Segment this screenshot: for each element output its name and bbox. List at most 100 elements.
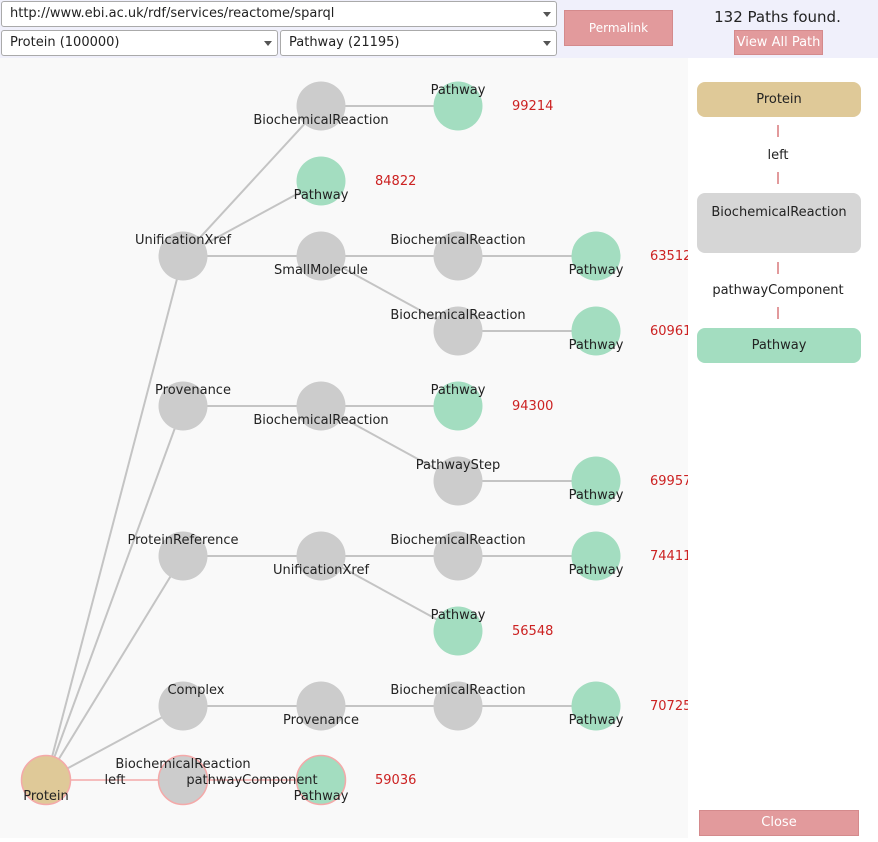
path-connector [777,172,779,184]
path-count: 94300 [512,399,553,414]
chevron-down-icon [264,41,272,46]
graph-node-provenance[interactable] [296,681,346,731]
graph-node-label: SmallMolecule [274,263,368,278]
graph-node-label: Pathway [569,263,624,278]
graph-node-unificationxref[interactable] [296,531,346,581]
graph-node-label: Pathway [294,188,349,203]
graph-canvas[interactable]: ProteinUnificationXrefProvenanceProteinR… [0,58,691,838]
path-edge-pathway-component: pathwayComponent [712,283,844,298]
path-count: 74411 [650,549,688,564]
chevron-down-icon [543,12,551,17]
paths-found-text: 132 Paths found. [714,8,841,26]
graph-node-pathwaystep[interactable] [433,456,483,506]
graph-node-label: PathwayStep [416,458,500,473]
graph-node-pathway[interactable] [571,681,621,731]
end-class-value: Pathway (21195) [289,35,400,50]
graph-node-label: BiochemicalReaction [390,683,525,698]
graph-node-proteinreference[interactable] [158,531,208,581]
graph-node-label: Pathway [569,488,624,503]
graph-node-biochemicalreaction[interactable] [433,681,483,731]
graph-node-pathway[interactable] [433,81,483,131]
endpoint-select[interactable]: http://www.ebi.ac.uk/rdf/services/reacto… [1,1,557,27]
graph-node-pathway[interactable] [433,381,483,431]
path-count: 84822 [375,174,416,189]
graph-node-label: Pathway [569,338,624,353]
graph-edge [320,405,459,482]
graph-edge [45,555,184,781]
path-detail-panel: Protein left BiochemicalReaction pathway… [688,58,878,838]
path-count: 59036 [375,773,416,788]
view-all-path-button[interactable]: View All Path [734,30,823,55]
graph-node-label: UnificationXref [135,233,232,248]
graph-node-pathway[interactable] [571,531,621,581]
path-connector [777,307,779,319]
path-count: 63512 [650,249,688,264]
path-count: 69957 [650,474,688,489]
end-class-select[interactable]: Pathway (21195) [280,30,557,56]
path-node-pathway[interactable]: Pathway [697,328,861,363]
graph-node-label: BiochemicalReaction [390,533,525,548]
graph-edge [320,555,459,632]
graph-node-label: UnificationXref [273,563,370,578]
graph-node-provenance[interactable] [158,381,208,431]
path-edge-left: left [767,148,789,163]
graph-edge [45,405,184,781]
permalink-button[interactable]: Permalink [564,10,673,46]
graph-node-label: BiochemicalReaction [253,413,388,428]
endpoint-value: http://www.ebi.ac.uk/rdf/services/reacto… [10,6,335,21]
path-count: 70725 [650,699,688,714]
graph-edge [182,105,322,257]
graph-node-label: Provenance [283,713,359,728]
toolbar: http://www.ebi.ac.uk/rdf/services/reacto… [0,0,878,58]
graph-node-label: BiochemicalReaction [390,233,525,248]
graph-node-smallmolecule[interactable] [296,231,346,281]
graph-node-label: Pathway [431,83,486,98]
path-count: 60961 [650,324,688,339]
graph-node-complex[interactable] [158,681,208,731]
graph-node-biochemicalreaction[interactable] [433,531,483,581]
graph-node-biochemicalreaction[interactable] [433,231,483,281]
path-node-protein[interactable]: Protein [697,82,861,117]
graph-node-label: Complex [167,683,224,698]
graph-edge [45,705,184,781]
graph-node-pathway[interactable] [571,306,621,356]
graph-node-biochemicalreaction[interactable] [296,81,346,131]
graph-node-label: Provenance [155,383,231,398]
path-connector [777,125,779,137]
path-count: 99214 [512,99,553,114]
graph-node-label: ProteinReference [127,533,238,548]
graph-node-label: Pathway [431,608,486,623]
graph-node-biochemicalreaction[interactable] [296,381,346,431]
graph-node-label: BiochemicalReaction [253,113,388,128]
chevron-down-icon [543,41,551,46]
graph-node-pathway[interactable] [433,606,483,656]
path-count: 56548 [512,624,553,639]
graph-node-label: Pathway [431,383,486,398]
graph-node-label: BiochemicalReaction [115,757,250,772]
graph-node-label: Pathway [569,713,624,728]
path-connector [777,262,779,274]
start-class-value: Protein (100000) [10,35,120,50]
graph-node-biochemicalreaction[interactable] [433,306,483,356]
graph-node-protein[interactable] [20,754,72,806]
graph-edge [182,180,322,257]
path-node-biochemical-reaction[interactable]: BiochemicalReaction [697,193,861,253]
graph-node-pathway[interactable] [295,754,347,806]
graph-node-label: Pathway [569,563,624,578]
graph-edge [320,255,459,332]
edge-label-pathway-component: pathwayComponent [186,773,317,788]
graph-node-pathway[interactable] [571,231,621,281]
graph-node-pathway[interactable] [296,156,346,206]
path-node-biochemical-reaction-label: BiochemicalReaction [711,205,847,220]
start-class-select[interactable]: Protein (100000) [1,30,278,56]
graph-node-pathway[interactable] [571,456,621,506]
graph-edge [45,255,184,781]
graph-node-unificationxref[interactable] [158,231,208,281]
graph-node-label: BiochemicalReaction [390,308,525,323]
graph-node-label: Protein [23,789,69,804]
edge-label-left: left [104,773,125,788]
close-button[interactable]: Close [699,810,859,836]
graph-node-biochemicalreaction[interactable] [157,754,209,806]
graph-node-label: Pathway [294,789,349,804]
